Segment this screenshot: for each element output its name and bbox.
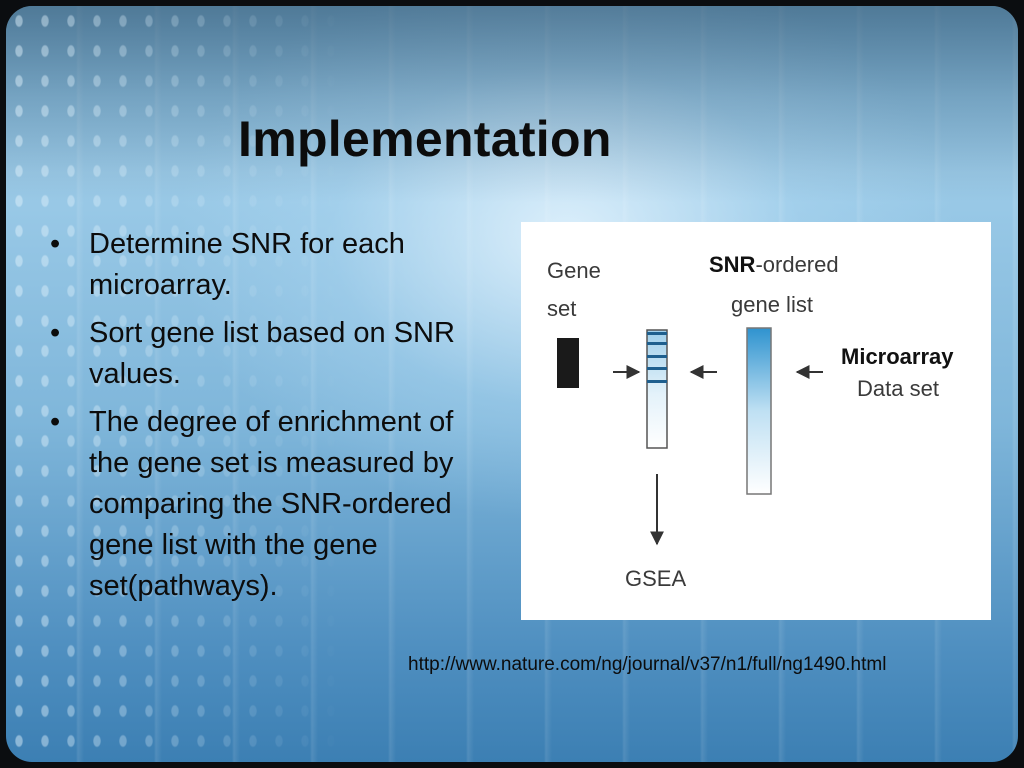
- snr-ordered-label-line2: gene list: [731, 292, 813, 317]
- microarray-label-line1: Microarray: [841, 344, 954, 369]
- microarray-label-line2: Data set: [857, 376, 939, 401]
- bullet-item: Determine SNR for each microarray.: [46, 224, 501, 306]
- slide: Implementation Determine SNR for each mi…: [6, 6, 1018, 762]
- snr-label-rest: -ordered: [755, 252, 838, 277]
- enrichment-band: [647, 342, 667, 345]
- gene-set-label-line1: Gene: [547, 258, 601, 283]
- gene-set-label-line2: set: [547, 296, 576, 321]
- gsea-label: GSEA: [625, 566, 686, 591]
- enrichment-band: [647, 367, 667, 370]
- bullet-list: Determine SNR for each microarray. Sort …: [46, 224, 501, 614]
- ranked-gene-bar: [646, 329, 668, 449]
- bullet-item: Sort gene list based on SNR values.: [46, 313, 501, 395]
- snr-ordered-label-line1: SNR-ordered: [709, 252, 839, 277]
- gene-set-block: [557, 338, 579, 388]
- source-url: http://www.nature.com/ng/journal/v37/n1/…: [408, 654, 887, 675]
- gsea-diagram-svg: Gene set SNR-ordered gene list Micr: [547, 252, 954, 591]
- slide-title: Implementation: [238, 111, 612, 167]
- enrichment-band: [647, 332, 667, 335]
- bullet-item: The degree of enrichment of the gene set…: [46, 402, 501, 607]
- snr-ordered-gene-bar: [746, 327, 772, 495]
- enrichment-band: [647, 355, 667, 358]
- enrichment-band: [647, 380, 667, 383]
- gsea-diagram: Gene set SNR-ordered gene list Micr: [521, 222, 991, 620]
- snr-label-bold: SNR: [709, 252, 756, 277]
